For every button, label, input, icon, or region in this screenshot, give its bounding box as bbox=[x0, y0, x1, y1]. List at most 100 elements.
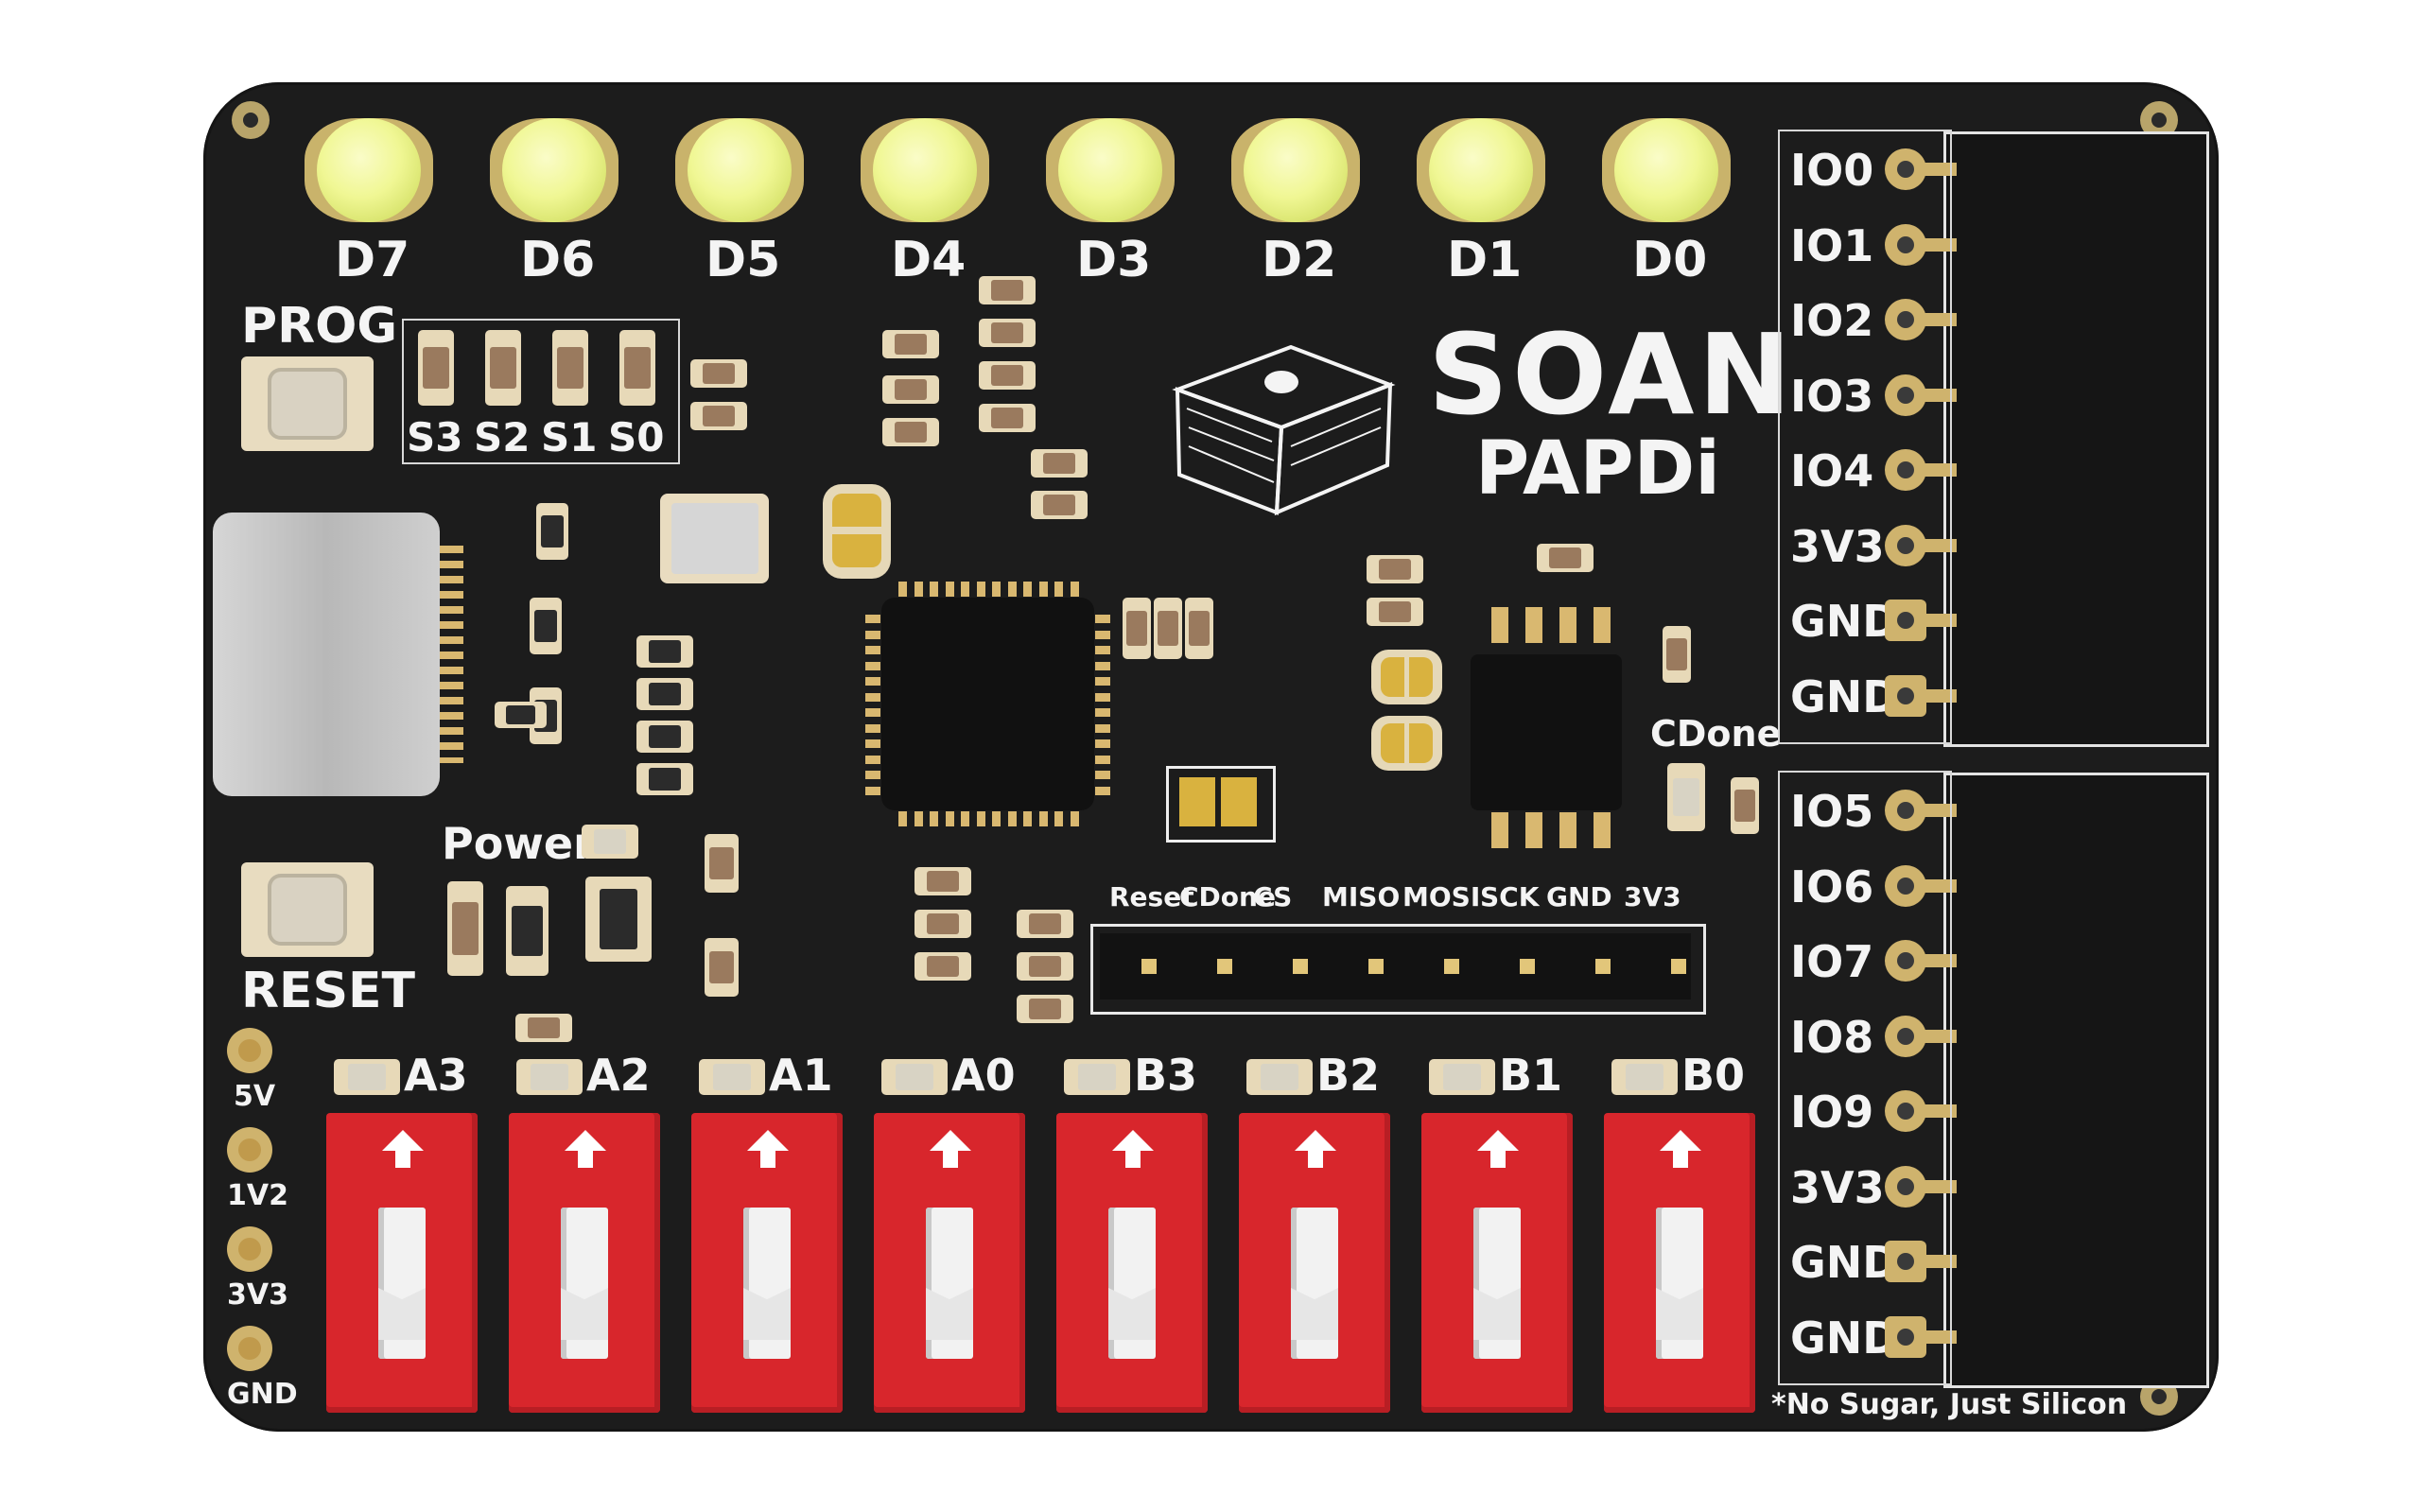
dip-switch-b3[interactable] bbox=[1056, 1113, 1208, 1413]
passive-component bbox=[979, 404, 1036, 432]
passive-component bbox=[979, 319, 1036, 347]
flash-pin bbox=[1594, 812, 1611, 848]
passive-component bbox=[1537, 544, 1594, 572]
qfp-pin bbox=[992, 582, 1001, 597]
led-body bbox=[713, 1064, 751, 1090]
pad-trace bbox=[1919, 1104, 1957, 1118]
qfp-pin bbox=[976, 582, 985, 597]
dip-switch-a3[interactable] bbox=[326, 1113, 478, 1413]
dip-switch-b1[interactable] bbox=[1421, 1113, 1573, 1413]
io-label-io-bottom-5: 3V3 bbox=[1790, 1161, 1885, 1213]
passive-component bbox=[1123, 598, 1151, 659]
resistor-body bbox=[423, 346, 449, 390]
qfp-pin bbox=[865, 739, 880, 748]
dip-switch-a0[interactable] bbox=[874, 1113, 1025, 1413]
dip-switch-a2[interactable] bbox=[509, 1113, 660, 1413]
io-pad-io1 bbox=[1885, 223, 1957, 266]
switch-label-a0: A0 bbox=[951, 1050, 1016, 1101]
io-pad-gnd bbox=[1885, 1315, 1957, 1358]
io-label-io-top-1: IO1 bbox=[1790, 219, 1874, 271]
io-label-io-top-7: GND bbox=[1790, 670, 1899, 722]
spi-label-mosi: MOSI bbox=[1402, 881, 1481, 912]
io-pad-3v3 bbox=[1885, 1165, 1957, 1208]
jumper-pad-b bbox=[1371, 716, 1442, 771]
power-pad-label-3v3: 3V3 bbox=[227, 1278, 288, 1312]
component-body bbox=[895, 422, 927, 443]
qfp-pin bbox=[930, 811, 938, 826]
pad-trace bbox=[1919, 388, 1957, 402]
qfp-pin bbox=[992, 811, 1001, 826]
up-arrow-icon bbox=[382, 1130, 424, 1168]
passive-component bbox=[536, 503, 568, 560]
qfp-pin bbox=[1095, 692, 1110, 702]
component-body bbox=[991, 408, 1023, 428]
led-body bbox=[1261, 1064, 1298, 1090]
passive-component bbox=[705, 938, 739, 997]
component-body bbox=[1379, 601, 1411, 622]
logo-line1: SOAN bbox=[1428, 309, 1796, 440]
io-label-io-top-5: 3V3 bbox=[1790, 520, 1885, 572]
io-label-io-bottom-7: GND bbox=[1790, 1312, 1899, 1364]
component-body bbox=[649, 682, 681, 706]
qfp-pin bbox=[1095, 771, 1110, 779]
spi-pin-3v3 bbox=[1650, 938, 1707, 995]
passive-component bbox=[690, 359, 747, 388]
qfp-pin bbox=[1038, 811, 1048, 826]
pad-trace bbox=[1919, 878, 1957, 893]
pad-trace bbox=[1919, 1029, 1957, 1043]
led-body bbox=[1626, 1064, 1663, 1090]
dip-switch-a1[interactable] bbox=[691, 1113, 843, 1413]
qfp-pin bbox=[1095, 755, 1110, 764]
qfp-pin bbox=[865, 786, 880, 795]
component-body bbox=[991, 365, 1023, 386]
led-label-d2: D2 bbox=[1262, 232, 1337, 288]
solder-jumper-pad-right bbox=[1221, 777, 1257, 826]
component-body bbox=[533, 610, 558, 642]
qfp-pin bbox=[930, 582, 938, 597]
led-body bbox=[1078, 1064, 1116, 1090]
component-body bbox=[1043, 453, 1075, 474]
component-body bbox=[1666, 638, 1687, 670]
component-body bbox=[703, 363, 735, 384]
io-label-io-bottom-0: IO5 bbox=[1790, 786, 1874, 837]
usb-c-connector bbox=[213, 513, 440, 796]
qfp-pin bbox=[1095, 708, 1110, 717]
spi-header-body bbox=[1100, 933, 1691, 999]
component-body bbox=[512, 905, 543, 957]
select-label-s3: S3 bbox=[407, 414, 463, 461]
dip-switch-b0[interactable] bbox=[1604, 1113, 1755, 1413]
usb-c-pins bbox=[440, 546, 463, 763]
passive-component bbox=[690, 402, 747, 430]
component-body bbox=[649, 767, 681, 791]
spi-label-cdone: CDone bbox=[1179, 881, 1276, 912]
passive-component bbox=[636, 678, 693, 710]
component-body bbox=[1158, 611, 1178, 646]
qfp-pin bbox=[865, 708, 880, 717]
component-body bbox=[1189, 611, 1210, 646]
io-label-io-top-0: IO0 bbox=[1790, 145, 1874, 196]
component-body bbox=[927, 871, 959, 892]
spi-pin-gnd bbox=[1575, 938, 1631, 995]
switch-label-b2: B2 bbox=[1316, 1050, 1381, 1101]
reset-button[interactable] bbox=[241, 862, 374, 957]
passive-component bbox=[882, 375, 939, 404]
passive-component bbox=[1017, 952, 1073, 981]
qfp-pin bbox=[961, 811, 969, 826]
solder-jumper-pad-left bbox=[1179, 777, 1215, 826]
qfp-pin bbox=[945, 582, 954, 597]
up-arrow-icon bbox=[565, 1130, 606, 1168]
pad-trace bbox=[1919, 1255, 1957, 1268]
io-silk-box bbox=[1778, 130, 1952, 744]
led-d1 bbox=[1429, 118, 1533, 222]
pad-trace bbox=[1919, 1330, 1957, 1344]
led-d7 bbox=[317, 118, 421, 222]
prog-button[interactable] bbox=[241, 356, 374, 451]
component-body bbox=[528, 1017, 560, 1038]
component-body bbox=[1379, 559, 1411, 580]
dip-switch-b2[interactable] bbox=[1239, 1113, 1390, 1413]
qfp-pin bbox=[1095, 786, 1110, 795]
up-arrow-icon bbox=[1112, 1130, 1154, 1168]
io-pad-io4 bbox=[1885, 449, 1957, 491]
component-body bbox=[1029, 999, 1061, 1019]
